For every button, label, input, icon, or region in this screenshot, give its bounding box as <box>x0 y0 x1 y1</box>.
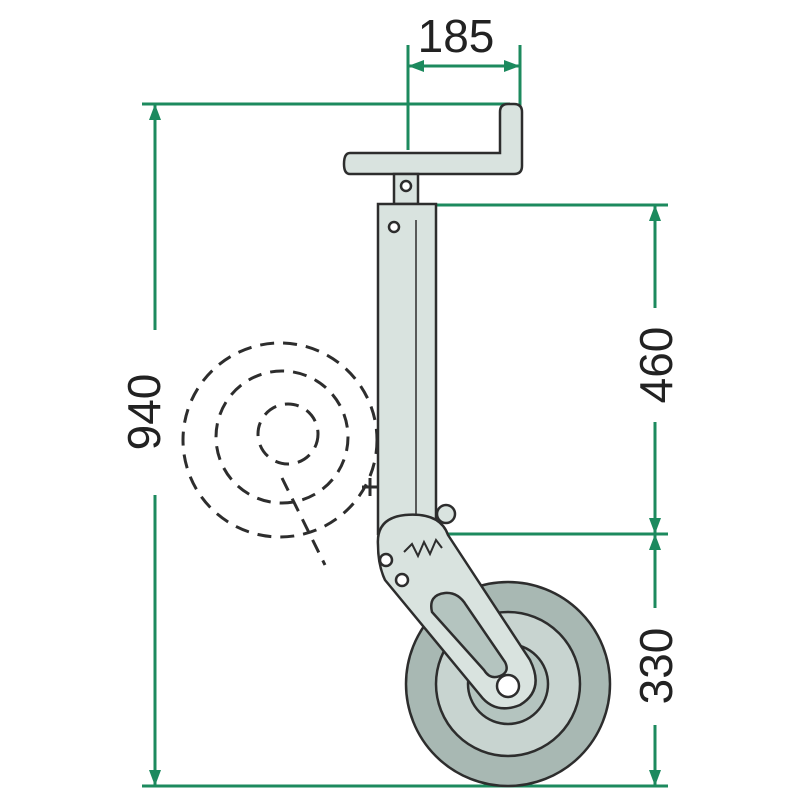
lock-knob <box>435 503 457 525</box>
dimension-lines <box>142 45 668 788</box>
dim-460-arrow-bottom <box>649 518 661 534</box>
tube-bolt <box>387 220 401 234</box>
ratchet-teeth <box>403 538 443 559</box>
arm-pivot-upper <box>378 552 394 568</box>
dim-330-arrow-top <box>649 534 661 550</box>
dim-940-label: 940 <box>118 374 170 451</box>
axle-hub <box>495 673 521 699</box>
stowed-arm-centerline <box>280 477 327 566</box>
dim-330-label: 330 <box>630 628 682 705</box>
stem-hole <box>399 179 413 193</box>
dim-330-arrow-bottom <box>649 770 661 786</box>
dim-940-arrow-top <box>149 104 161 120</box>
mounting-plate <box>342 102 524 176</box>
arm-slot <box>430 591 508 679</box>
dim-460-arrow-top <box>649 205 661 221</box>
stowed-hub-outline <box>256 402 320 466</box>
dim-185-arrow-right <box>504 60 520 72</box>
arm-pivot-lower <box>394 572 410 588</box>
dim-940-arrow-bottom <box>149 770 161 786</box>
jockey-wheel <box>342 102 612 788</box>
dim-460-label: 460 <box>630 327 682 404</box>
stowed-wheel-outline <box>181 341 388 566</box>
stowed-pivot-mark <box>362 478 378 496</box>
dim-185-label: 185 <box>418 10 495 62</box>
stowed-rim-outline <box>214 369 350 505</box>
outer-tube <box>376 202 438 536</box>
dim-185-arrow-left <box>408 60 424 72</box>
